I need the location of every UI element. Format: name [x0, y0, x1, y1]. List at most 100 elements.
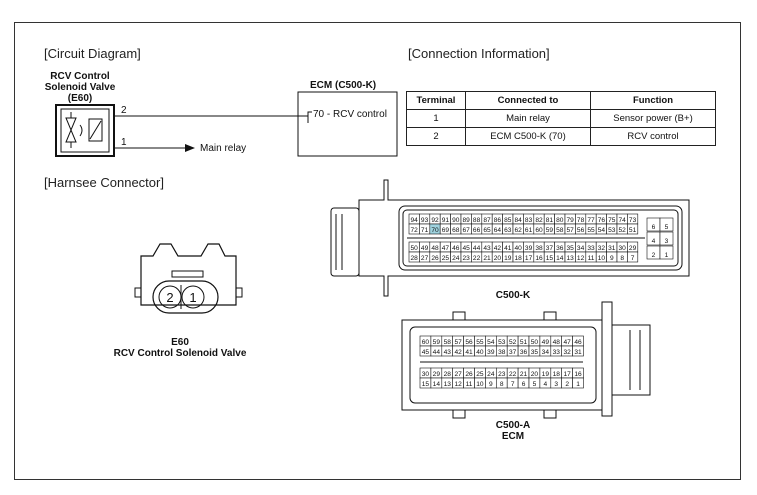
c500k-pin-label: 43 [483, 245, 491, 252]
c500a-pin-label: 41 [465, 349, 473, 356]
c500a-pin-label: 10 [476, 381, 484, 388]
c500a-pin-label: 32 [563, 349, 571, 356]
c500a-pin-label: 36 [520, 349, 528, 356]
c500k-pin-label: 34 [577, 245, 585, 252]
c500k-pin-label: 21 [483, 255, 491, 262]
c500k-side-pin-label: 5 [665, 224, 669, 231]
c500k-pin-label: 24 [452, 255, 460, 262]
c500k-pin-label: 8 [620, 255, 624, 262]
c500k-side-pin-label: 4 [652, 238, 656, 245]
c500k-connector [330, 179, 690, 297]
main-relay-label: Main relay [200, 143, 247, 154]
c500a-pin-label: 33 [553, 349, 561, 356]
c500k-pin-label: 11 [588, 255, 595, 262]
c500k-pin-label: 89 [463, 217, 471, 224]
c500k-pin-label: 40 [515, 245, 523, 252]
c500a-pin-label: 22 [509, 371, 517, 378]
c500k-pin-label: 67 [463, 227, 471, 234]
c500a-pin-label: 29 [433, 371, 441, 378]
c500a-pin-label: 53 [498, 339, 506, 346]
c500a-pin-label: 4 [544, 381, 548, 388]
e60-pin-2: 2 [166, 290, 173, 305]
c500k-caption: C500-K [495, 290, 531, 301]
c500k-side-pin-label: 2 [652, 252, 656, 259]
c500k-pin-label: 44 [473, 245, 481, 252]
c500a-pin-label: 57 [454, 339, 462, 346]
c500k-pin-cell [627, 223, 639, 235]
c500k-pin-label: 63 [504, 227, 512, 234]
c500a-pin-label: 44 [433, 349, 441, 356]
c500k-pin-label: 84 [515, 217, 523, 224]
c500k-pin-label: 52 [619, 227, 627, 234]
solenoid-pin2-label: 2 [121, 105, 127, 116]
c500k-pin-label: 49 [421, 245, 429, 252]
c500a-caption-line1: C500-A [495, 420, 531, 431]
connection-info-heading: [Connection Information] [408, 46, 550, 61]
c500a-pin-label: 43 [444, 349, 452, 356]
c500k-pin-label: 17 [525, 255, 533, 262]
c500k-pin-label: 12 [577, 255, 585, 262]
solenoid-name-line1: RCV Control [50, 71, 110, 82]
c500a-pin-cell [572, 345, 584, 357]
c500k-side-pin-cell [659, 217, 674, 232]
c500a-pin-cell [572, 377, 584, 389]
c500a-pin-label: 56 [465, 339, 473, 346]
c500k-pin-label: 37 [546, 245, 554, 252]
e60-caption-line1: E60 [171, 337, 189, 348]
c500a-pin-label: 42 [454, 349, 462, 356]
c500k-pin-label: 88 [473, 217, 481, 224]
c500a-pin-label: 19 [542, 371, 550, 378]
c500k-pin-label: 25 [442, 255, 450, 262]
c500k-pin-label: 30 [619, 245, 627, 252]
c500a-pin-label: 48 [553, 339, 561, 346]
c500a-pin-label: 28 [444, 371, 452, 378]
c500a-pin-label: 59 [433, 339, 441, 346]
c500a-pin-label: 9 [489, 381, 493, 388]
c500k-pin-label: 62 [515, 227, 523, 234]
c500k-pin-label: 81 [546, 217, 554, 224]
c500k-pin-label: 71 [421, 227, 429, 234]
c500k-pin-label: 38 [535, 245, 543, 252]
table-cell: RCV control [590, 127, 716, 146]
arrow-right-icon [185, 144, 195, 152]
c500a-pin-label: 6 [522, 381, 526, 388]
c500k-side-pin-label: 6 [652, 224, 656, 231]
e60-connector [134, 243, 243, 314]
c500k-pin-label: 19 [504, 255, 512, 262]
table-row: 2 ECM C500-K (70) RCV control [406, 127, 716, 146]
c500a-pin-label: 12 [454, 381, 462, 388]
c500k-pin-label: 85 [504, 217, 512, 224]
c500k-pin-label: 50 [411, 245, 419, 252]
c500k-pin-label: 22 [473, 255, 481, 262]
c500k-pin-label: 91 [442, 217, 450, 224]
c500k-pin-label: 56 [577, 227, 585, 234]
c500a-pin-label: 21 [520, 371, 528, 378]
ecm-pin-bracket [307, 111, 312, 123]
c500k-pin-label: 76 [598, 217, 606, 224]
c500k-pin-label: 39 [525, 245, 533, 252]
c500k-pin-label: 45 [463, 245, 471, 252]
c500k-pin-label: 94 [411, 217, 419, 224]
c500k-pin-label: 16 [535, 255, 543, 262]
c500a-caption-line2: ECM [501, 431, 525, 442]
c500k-pin-label: 27 [421, 255, 429, 262]
c500k-pin-label: 47 [442, 245, 450, 252]
c500a-pin-label: 50 [531, 339, 539, 346]
c500k-side-pin-cell [659, 231, 674, 246]
c500a-pin-label: 55 [476, 339, 484, 346]
c500k-pin-label: 51 [629, 227, 637, 234]
c500k-pin-label: 20 [494, 255, 502, 262]
c500a-pin-label: 34 [542, 349, 550, 356]
c500a-pin-label: 2 [565, 381, 569, 388]
c500a-pin-label: 13 [444, 381, 452, 388]
c500k-pin-label: 32 [598, 245, 606, 252]
c500k-pin-label: 53 [608, 227, 616, 234]
c500a-pin-label: 1 [576, 381, 580, 388]
solenoid-pin1-label: 1 [121, 137, 127, 148]
c500a-pin-label: 18 [553, 371, 561, 378]
solenoid-name-line2: Solenoid Valve [44, 82, 116, 93]
c500a-pin-label: 47 [563, 339, 571, 346]
c500k-pin-label: 82 [535, 217, 543, 224]
